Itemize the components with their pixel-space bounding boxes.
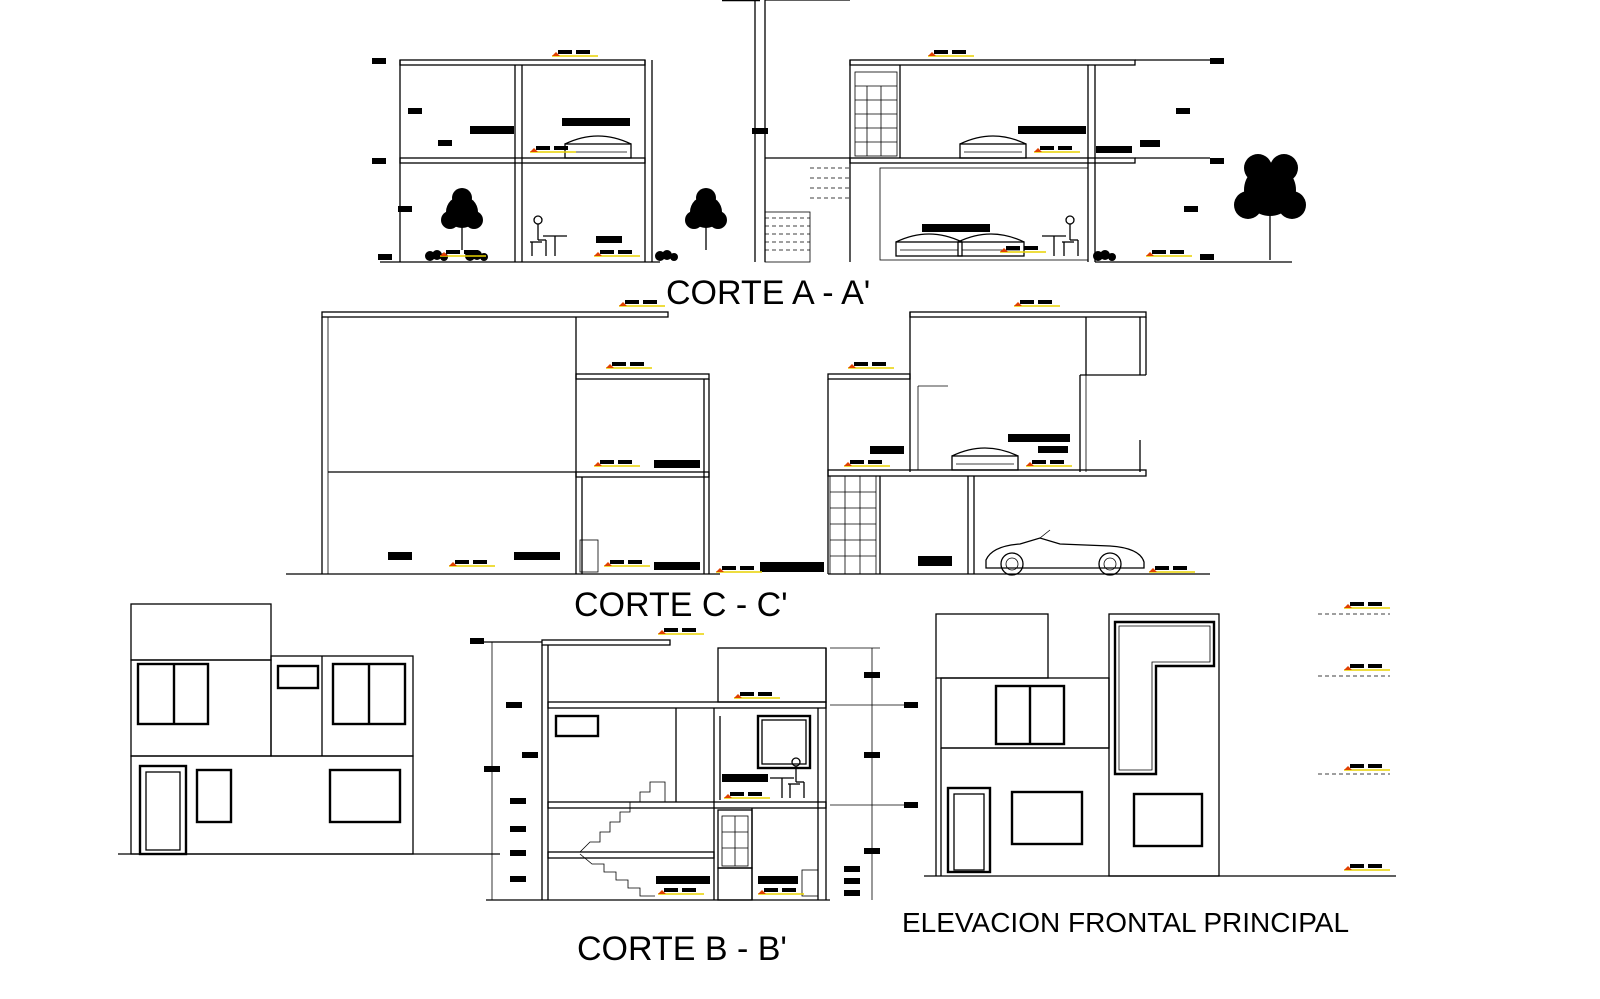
- corte-cc-title: CORTE C - C': [574, 586, 788, 624]
- corte-bb-title: CORTE B - B': [577, 930, 787, 968]
- corte-aa-section: CORTE A - A': [372, 0, 1307, 312]
- side-elevation: [118, 603, 500, 856]
- corte-bb-section: CORTE B - B': [470, 627, 918, 968]
- front-elevation: ELEVACION FRONTAL PRINCIPAL: [902, 601, 1396, 938]
- car-illustration: [985, 529, 1145, 576]
- elevacion-title: ELEVACION FRONTAL PRINCIPAL: [902, 907, 1349, 938]
- corte-aa-title: CORTE A - A': [666, 274, 870, 312]
- corte-cc-section: CORTE C - C': [286, 299, 1210, 624]
